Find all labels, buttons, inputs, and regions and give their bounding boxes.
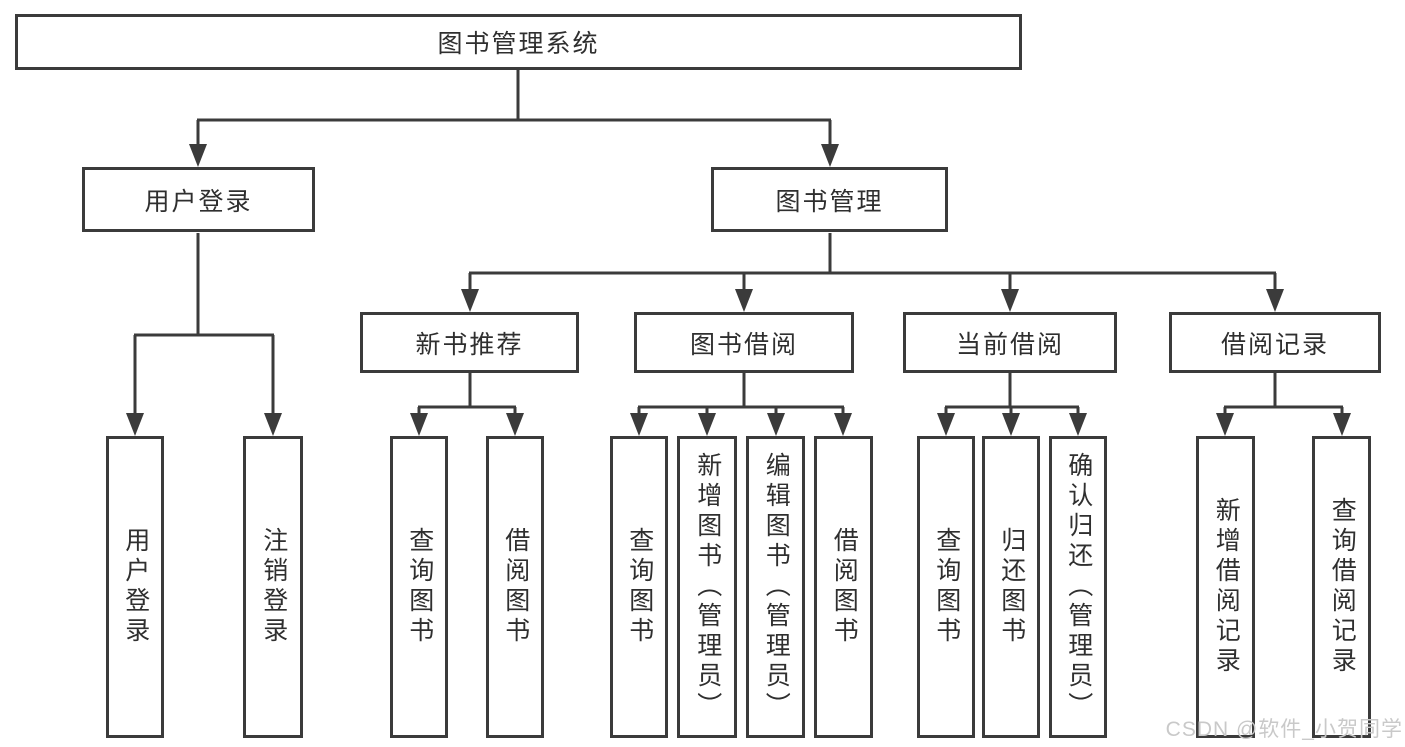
arrow-down-icon xyxy=(1001,289,1019,312)
node-book-management: 图书管理 xyxy=(711,167,948,232)
leaf-logout: 注销登录 xyxy=(243,436,303,738)
arrow-down-icon xyxy=(767,413,785,436)
leaf-borrow-books: 借阅图书 xyxy=(486,436,544,738)
leaf-query-books: 查询图书 xyxy=(390,436,448,738)
node-root: 图书管理系统 xyxy=(15,14,1022,70)
arrow-down-icon xyxy=(821,144,839,167)
arrow-down-icon xyxy=(937,413,955,436)
leaf-query-borrow-record: 查询借阅记录 xyxy=(1312,436,1371,738)
arrow-down-icon xyxy=(1333,413,1351,436)
leaf-add-books-admin: 新增图书（管理员） xyxy=(677,436,737,738)
arrow-down-icon xyxy=(264,413,282,436)
leaf-return-books: 归还图书 xyxy=(982,436,1040,738)
arrow-down-icon xyxy=(834,413,852,436)
arrowheads xyxy=(126,144,1351,436)
arrow-down-icon xyxy=(189,144,207,167)
leaf-query-books: 查询图书 xyxy=(917,436,975,738)
leaf-confirm-return-admin: 确认归还（管理员） xyxy=(1049,436,1107,738)
arrow-down-icon xyxy=(410,413,428,436)
leaf-add-borrow-record: 新增借阅记录 xyxy=(1196,436,1255,738)
arrow-down-icon xyxy=(698,413,716,436)
leaf-user-login: 用户登录 xyxy=(106,436,164,738)
arrow-down-icon xyxy=(735,289,753,312)
node-new-book-recommend: 新书推荐 xyxy=(360,312,579,373)
arrow-down-icon xyxy=(1002,413,1020,436)
leaf-edit-books-admin: 编辑图书（管理员） xyxy=(746,436,805,738)
watermark: CSDN @软件_小贺同学 xyxy=(1165,718,1403,741)
arrow-down-icon xyxy=(126,413,144,436)
arrow-down-icon xyxy=(461,289,479,312)
node-borrow-records: 借阅记录 xyxy=(1169,312,1381,373)
node-book-borrowing: 图书借阅 xyxy=(634,312,854,373)
leaf-borrow-books: 借阅图书 xyxy=(814,436,873,738)
arrow-down-icon xyxy=(1216,413,1234,436)
arrow-down-icon xyxy=(1069,413,1087,436)
node-user-login: 用户登录 xyxy=(82,167,315,232)
leaf-query-books: 查询图书 xyxy=(610,436,668,738)
arrow-down-icon xyxy=(506,413,524,436)
node-current-borrowing: 当前借阅 xyxy=(903,312,1117,373)
arrow-down-icon xyxy=(1266,289,1284,312)
arrow-down-icon xyxy=(630,413,648,436)
